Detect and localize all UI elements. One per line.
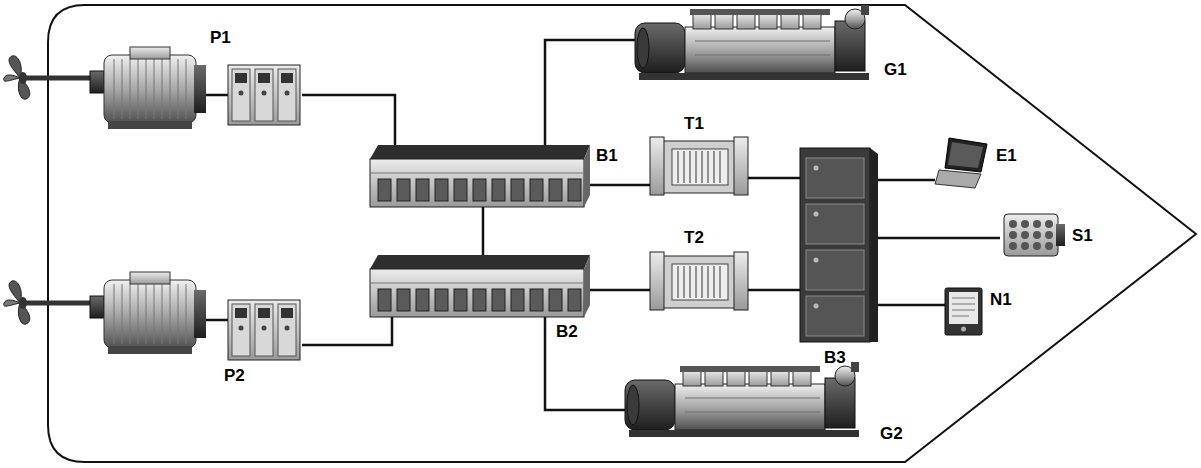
navigation-panel [961, 327, 966, 332]
sensor-unit [1033, 242, 1041, 250]
power-cable [878, 237, 1000, 240]
navigation-panel [945, 288, 982, 335]
sensor-unit [1009, 242, 1017, 250]
equipment-label: B3 [824, 348, 846, 368]
equipment-label: N1 [990, 290, 1012, 310]
sensor-unit [1045, 242, 1053, 250]
sensor-unit [1004, 214, 1065, 256]
distribution-cabinet [814, 258, 819, 263]
equipment-node: E1 [935, 138, 990, 188]
distribution-cabinet [814, 212, 819, 217]
distribution-cabinet [870, 148, 878, 342]
sensor-unit [1033, 231, 1041, 239]
diesel-generator [635, 5, 869, 80]
power-cable [545, 317, 625, 410]
switchboard [370, 255, 590, 317]
equipment-node: S1 [1000, 208, 1065, 262]
equipment-label: T2 [684, 228, 704, 248]
propulsion-motor [90, 47, 228, 129]
distribution-cabinet [800, 148, 870, 342]
sensor-unit [1045, 220, 1053, 228]
equipment-node: P1 [90, 45, 302, 130]
distribution-cabinet [806, 158, 864, 198]
distribution-cabinet [800, 148, 878, 342]
equipment-node: N1 [945, 288, 982, 335]
power-cable [302, 317, 392, 345]
power-cable [482, 207, 485, 255]
equipment-label: P1 [210, 28, 231, 48]
power-cable [545, 40, 635, 145]
power-cable [878, 304, 945, 307]
distribution-cabinet [814, 304, 819, 309]
transformer [650, 252, 748, 310]
diesel-generator [625, 362, 859, 437]
equipment-node: B2 [370, 255, 590, 317]
equipment-label: B1 [596, 146, 618, 166]
equipment-label: E1 [996, 146, 1017, 166]
equipment-label: P2 [224, 366, 245, 386]
sensor-unit [1021, 231, 1029, 239]
propeller-shaft [24, 76, 92, 81]
power-cable [748, 289, 800, 292]
equipment-node: B1 [370, 145, 590, 207]
distribution-cabinet [814, 166, 819, 171]
transformer [650, 137, 748, 195]
power-cable [590, 289, 650, 292]
laptop-icon [935, 170, 981, 188]
equipment-node: B3 [800, 148, 878, 342]
propeller-shaft [24, 301, 92, 306]
navigation-panel [949, 292, 978, 324]
distribution-cabinet [806, 250, 864, 290]
sensor-unit [1056, 224, 1065, 246]
navigation-panel [952, 298, 975, 316]
laptop-icon [945, 138, 987, 172]
propeller-symbol [4, 56, 30, 99]
sensor-unit [1021, 220, 1029, 228]
equipment-label: G1 [884, 60, 907, 80]
power-cable [590, 184, 650, 187]
equipment-node: P2 [90, 265, 302, 360]
frequency-converter [228, 65, 300, 125]
equipment-node: T2 [650, 250, 748, 310]
distribution-cabinet [806, 204, 864, 244]
power-cable [878, 179, 935, 182]
sensor-unit [1004, 214, 1058, 256]
frequency-converter [228, 300, 300, 360]
equipment-label: G2 [880, 424, 903, 444]
power-cable [302, 95, 395, 145]
navigation-panel [945, 288, 982, 335]
sensor-unit [1021, 242, 1029, 250]
sensor-unit [1009, 231, 1017, 239]
equipment-label: S1 [1072, 226, 1093, 246]
propeller-symbol [4, 281, 30, 324]
sensor-unit [1009, 220, 1017, 228]
sensor-unit [1033, 220, 1041, 228]
equipment-label: T1 [684, 114, 704, 134]
power-cable [748, 177, 800, 180]
ship-hull [48, 5, 1196, 462]
laptop-icon [948, 142, 983, 168]
laptop-icon [935, 138, 987, 188]
equipment-node: T1 [650, 135, 748, 195]
equipment-label: B2 [556, 322, 578, 342]
equipment-node: G2 [625, 362, 865, 437]
switchboard [370, 145, 590, 207]
propulsion-motor [90, 272, 228, 354]
sensor-unit [1045, 231, 1053, 239]
equipment-node: G1 [635, 5, 875, 80]
distribution-cabinet [806, 296, 864, 336]
